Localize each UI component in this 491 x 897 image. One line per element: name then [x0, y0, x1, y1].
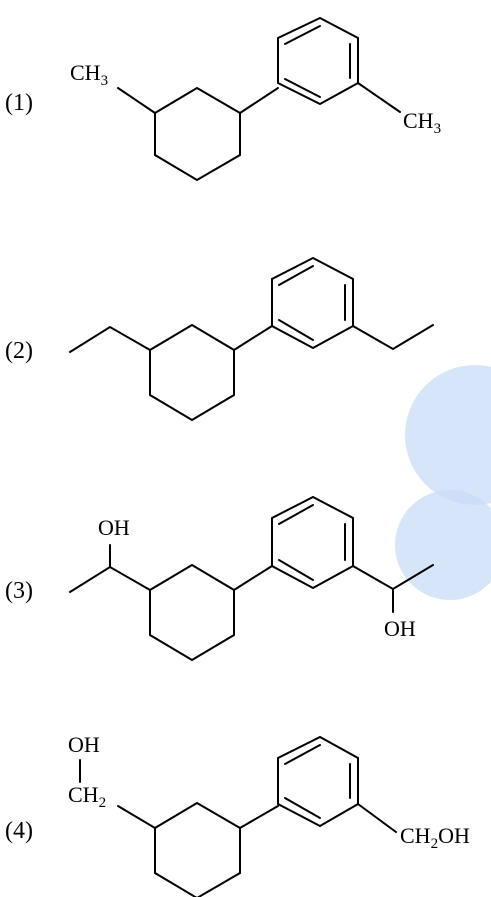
- aryl-ethyl-bond-2: [352, 324, 434, 351]
- left-group-label-1: CH3: [70, 60, 108, 89]
- benzene-inner-bond-3a: [278, 504, 314, 525]
- ring-methyl-bond-1: [117, 87, 156, 114]
- cyclohexane-ring-4: [154, 802, 241, 897]
- compound-number-1: (1): [5, 90, 33, 116]
- aryl-methyl-bond-1: [357, 82, 401, 113]
- benzene-ring-2: [271, 257, 354, 350]
- right-group-label-4: CH2OH: [400, 823, 470, 852]
- ring-ethyl-bond-2: [69, 325, 151, 353]
- right-group-label-3: OH: [384, 616, 416, 641]
- benzene-ring-3: [271, 496, 354, 590]
- benzene-inner-bond-2a: [278, 265, 314, 286]
- ring-ch2-bond-4: [117, 805, 156, 829]
- left-group-label-3: OH: [98, 515, 130, 540]
- cyclohexane-ring-3: [149, 564, 235, 662]
- compound-4: (4) OH CH2 CH2OH: [5, 732, 470, 897]
- cyclohexane-ring-1: [154, 87, 241, 182]
- ring-benzene-bond-3: [233, 565, 273, 591]
- benzene-ring-1: [277, 17, 359, 106]
- ring-benzene-bond-4: [239, 805, 279, 829]
- benzene-inner-bond-4c: [284, 797, 321, 819]
- compound-3: (3) OH OH: [5, 496, 434, 662]
- ring-benzene-bond-2: [233, 325, 273, 351]
- left-group-label-4: CH2: [68, 782, 106, 811]
- compound-number-3: (3): [5, 578, 33, 604]
- compound-number-4: (4): [5, 818, 33, 844]
- cyclohexane-ring-2: [149, 324, 235, 422]
- benzene-inner-bond-3c: [278, 559, 314, 581]
- benzene-inner-bond-2c: [278, 319, 314, 341]
- left-top-label-4: OH: [68, 732, 100, 757]
- compound-number-2: (2): [5, 338, 33, 364]
- benzene-inner-bond-4a: [284, 744, 321, 765]
- aryl-ch2oh-bond-4: [357, 803, 397, 833]
- benzene-inner-bond-1a: [284, 25, 321, 45]
- watermark: [395, 365, 491, 600]
- compound-1: (1) CH3 CH3: [5, 17, 441, 182]
- benzene-inner-bond-1c: [284, 78, 321, 98]
- ring-hydroxyethyl-bond-3: [69, 565, 151, 593]
- compound-2: (2): [5, 257, 434, 422]
- benzene-ring-4: [277, 736, 359, 828]
- ring-benzene-bond-1: [239, 87, 279, 114]
- right-group-label-1: CH3: [403, 108, 441, 137]
